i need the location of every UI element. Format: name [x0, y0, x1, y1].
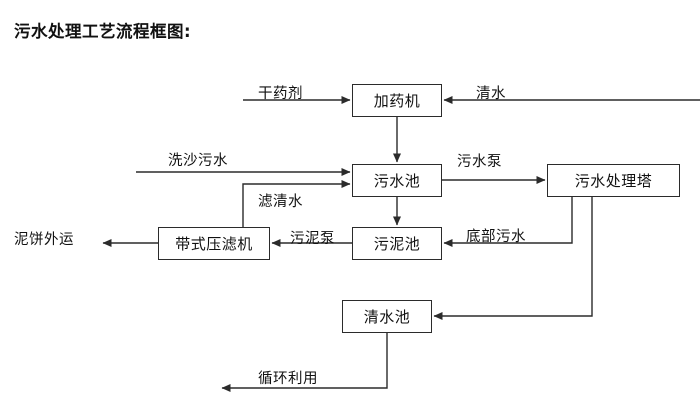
edge-label-clean-water: 清水: [476, 86, 506, 102]
node-label: 加药机: [373, 92, 421, 110]
edge-label-sewage-pump: 污水泵: [457, 154, 502, 170]
node-sewage-treatment-tower[interactable]: 污水处理塔: [547, 164, 680, 197]
node-dosing-machine[interactable]: 加药机: [352, 84, 442, 117]
edge-label-sand-wash-wastewater: 洗沙污水: [168, 153, 228, 169]
edge-clearwater-recycle: [221, 333, 388, 392]
node-label: 清水池: [363, 308, 411, 326]
page-title: 污水处理工艺流程框图:: [14, 22, 192, 41]
edge-label-sludge-pump: 污泥泵: [290, 231, 335, 247]
edge-label-dry-agent: 干药剂: [258, 86, 303, 102]
edge-label-recycle: 循环利用: [258, 371, 318, 387]
node-label: 污泥池: [373, 235, 421, 253]
node-clear-water-pool[interactable]: 清水池: [342, 300, 432, 333]
edge-tower-to-clearwater: [433, 197, 593, 320]
node-label: 带式压滤机: [175, 235, 253, 253]
node-label: 污水处理塔: [574, 172, 653, 190]
node-sewage-pool[interactable]: 污水池: [352, 164, 442, 197]
node-sludge-pool[interactable]: 污泥池: [352, 227, 442, 260]
terminal-label-mud-cake-out: 泥饼外运: [14, 232, 74, 248]
edge-label-bottom-sewage: 底部污水: [466, 229, 526, 245]
node-label: 污水池: [373, 172, 421, 190]
node-belt-filter-press[interactable]: 带式压滤机: [158, 227, 270, 260]
edge-filtrate-to-sewage: [242, 180, 351, 227]
edge-label-filtrate: 滤清水: [258, 194, 303, 210]
edge-tower-to-sludge: [443, 197, 573, 247]
